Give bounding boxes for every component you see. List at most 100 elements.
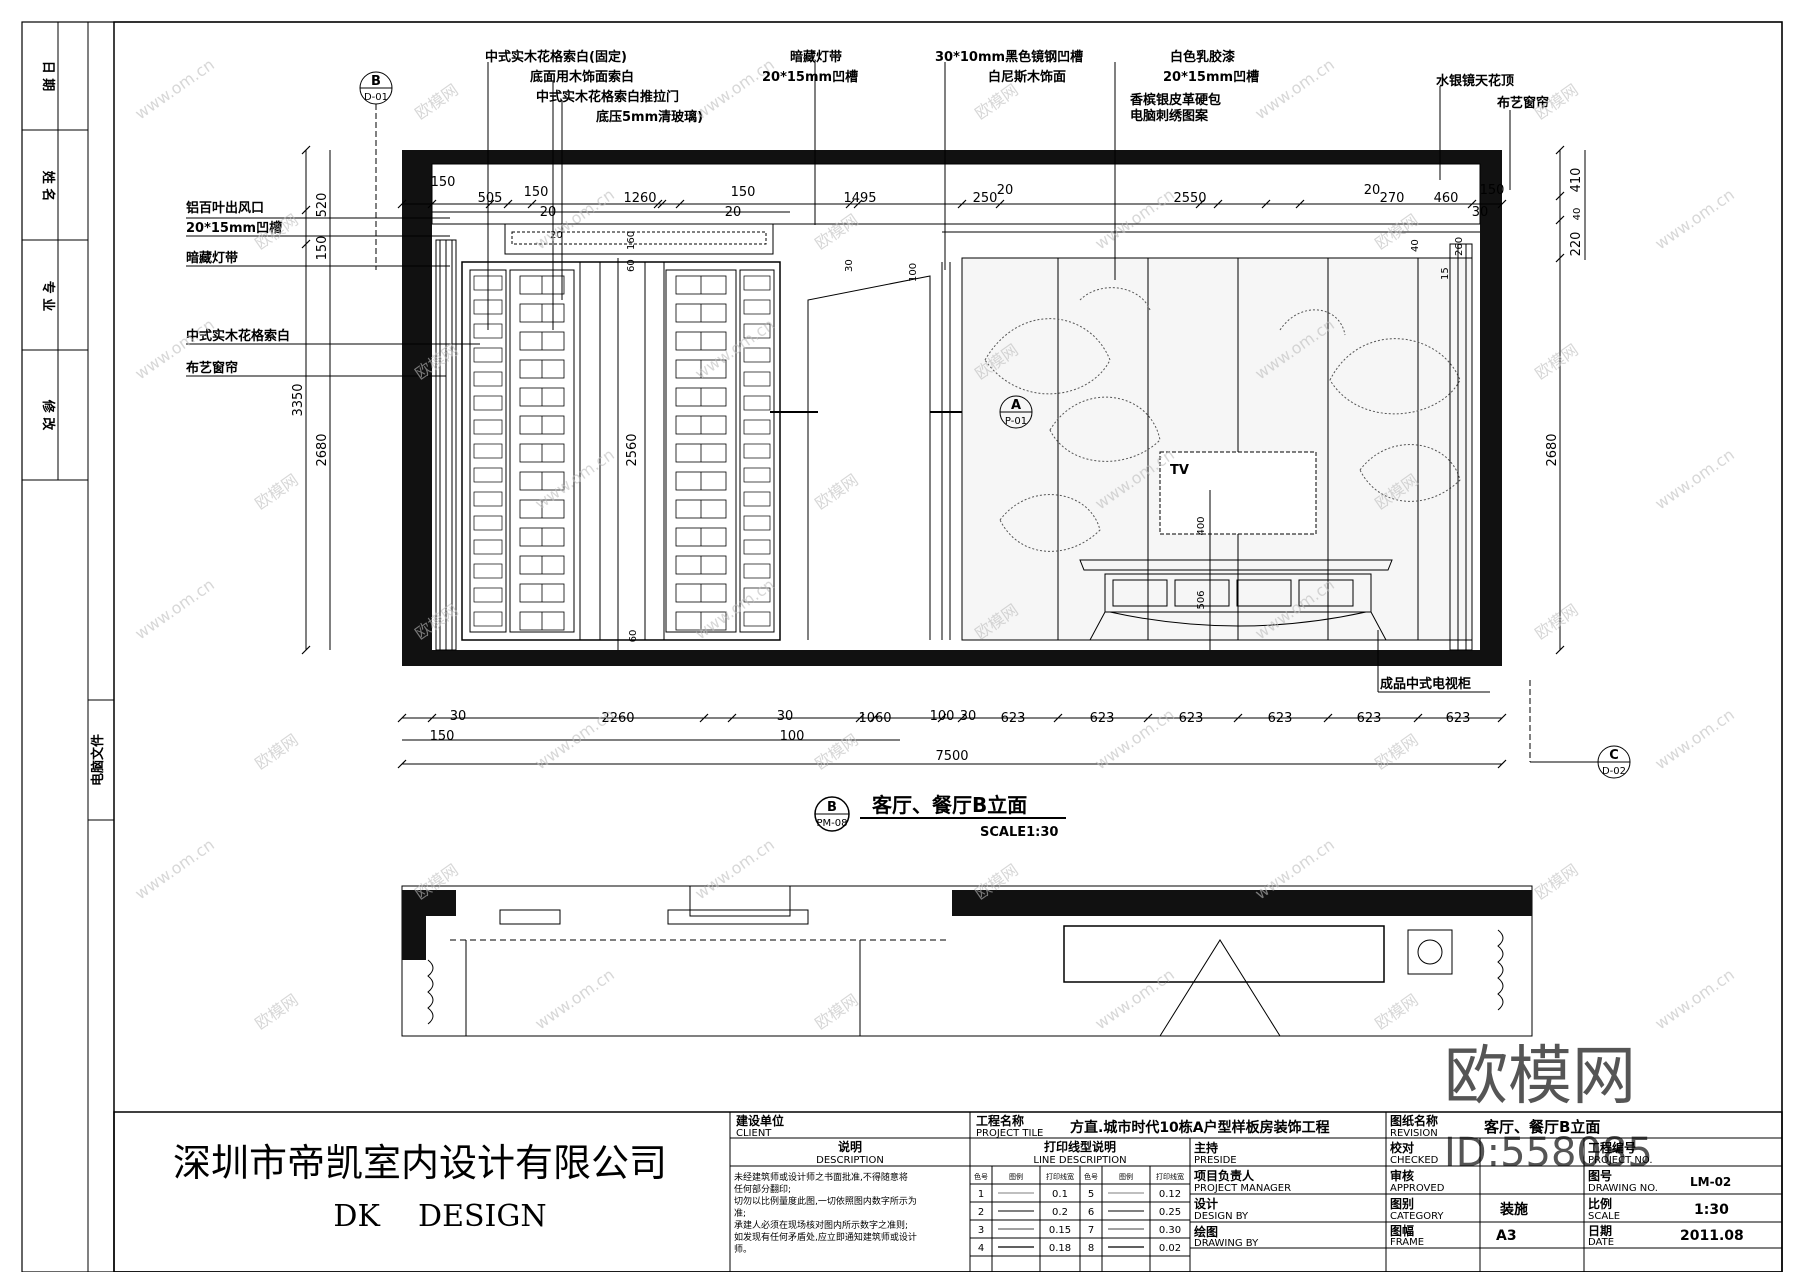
callout-latex-paint: 白色乳胶漆 <box>1170 49 1235 65</box>
dim-center-3: 506 <box>1196 590 1207 609</box>
tb-lt-r1-c1: 0.2 <box>1052 1207 1068 1218</box>
tb-checked-cn: 校对 <box>1390 1140 1414 1155</box>
elevation-drawing: TV <box>402 150 1502 666</box>
callout-veneer-bottom: 底面用木饰面索白 <box>530 69 634 85</box>
tb-checked-en: CHECKED <box>1390 1155 1439 1166</box>
callout-air-outlet: 铝百叶出风口 <box>186 200 264 216</box>
dim-top-5: 20 <box>725 205 742 220</box>
left-curtain <box>435 239 457 651</box>
tb-lt-r2-c1: 0.15 <box>1049 1225 1071 1236</box>
revision-item-modify: 修 改 <box>40 399 56 432</box>
dim-small-4: 100 <box>908 263 919 282</box>
tb-revision-val: 客厅、餐厅B立面 <box>1483 1118 1600 1136</box>
tb-drawno-val: LM-02 <box>1690 1175 1731 1189</box>
dim-bottom-3: 1060 <box>858 711 891 726</box>
dim-top-7: 1495 <box>843 191 876 206</box>
dim-top-8: 250 <box>973 191 998 206</box>
dim-small-5: 40 <box>1410 239 1421 252</box>
tb-project-cn: 工程名称 <box>976 1113 1024 1128</box>
plan-view <box>401 885 1533 1037</box>
tb-note-5: 如发现有任何矛盾处,应立即通知建筑师或设计 <box>734 1231 917 1243</box>
tb-category-cn: 图别 <box>1390 1197 1414 1211</box>
dim-bottom-b1: 100 <box>780 729 805 744</box>
dim-bottom-1: 2260 <box>601 711 634 726</box>
tb-lt-h3: 色号 <box>1084 1172 1098 1181</box>
dim-top-15: 30 <box>1472 205 1489 220</box>
dim-right-2: 220 <box>1569 232 1584 257</box>
tb-client-cn: 建设单位 <box>735 1113 784 1128</box>
drawing-title-block: B PM-08 客厅、餐厅B立面 SCALE1:30 <box>814 793 1066 840</box>
callout-lattice-sliding: 中式实木花格索白推拉门 <box>536 89 679 105</box>
tb-frame-cn: 图幅 <box>1390 1223 1414 1238</box>
callout-groove-2: 20*15mm凹槽 <box>1163 69 1259 85</box>
dim-right-3: 2680 <box>1545 433 1560 466</box>
center-vertical-dimensions: 2560 60 400 506 <box>625 433 1207 642</box>
tb-lt-h4: 图例 <box>1119 1172 1133 1181</box>
dim-left-0: 520 <box>315 193 330 218</box>
tb-lt-r2-c0: 3 <box>978 1225 984 1236</box>
callout-mirror-ceiling: 水银镜天花顶 <box>1436 73 1514 89</box>
dim-center-1: 60 <box>628 630 639 643</box>
dim-bottom-10: 623 <box>1357 711 1382 726</box>
callout-lattice-left: 中式实木花格索白 <box>186 328 290 344</box>
company-name-en: DK DESIGN <box>333 1199 546 1234</box>
revision-item-major: 专 业 <box>40 281 56 312</box>
tb-projno-en: PROJECT NO. <box>1588 1155 1653 1166</box>
tb-project-name: 方直.城市时代10栋A户型样板房装饰工程 <box>1070 1119 1330 1136</box>
computer-file-label: 电脑文件 <box>90 734 106 786</box>
dim-left-1: 150 <box>315 236 330 261</box>
tb-category-val: 装施 <box>1499 1201 1528 1218</box>
callout-lattice-fixed: 中式实木花格索白(固定) <box>485 49 627 65</box>
dim-top-3: 20 <box>540 205 557 220</box>
dim-bottom-6: 623 <box>1001 711 1026 726</box>
callout-clear-glass: 底压5mm清玻璃) <box>596 109 703 125</box>
tb-lt-r3-c3: 0.02 <box>1159 1243 1181 1254</box>
dim-top-6: 150 <box>731 185 756 200</box>
tb-lt-r1-c3: 0.25 <box>1159 1207 1181 1218</box>
left-callouts: 铝百叶出风口 20*15mm凹槽 暗藏灯带 中式实木花格索白 布艺窗帘 <box>186 200 290 376</box>
top-dimensions: 150 505 150 20 1260 20 150 1495 250 20 2… <box>431 175 1505 220</box>
dim-small-1: 160 <box>626 231 637 250</box>
dim-left-3: 2680 <box>315 433 330 466</box>
tb-lt-h1: 图例 <box>1009 1172 1023 1181</box>
tb-preside-cn: 主持 <box>1194 1140 1218 1155</box>
tv-feature-wall: TV <box>961 257 1473 641</box>
callout-groove-left: 20*15mm凹槽 <box>186 220 282 236</box>
tb-revision-cn: 图纸名称 <box>1390 1113 1438 1128</box>
company-block: 深圳市帝凯室内设计有限公司 DK DESIGN <box>173 1141 667 1234</box>
tb-date-cn: 日期 <box>1588 1223 1612 1238</box>
ceiling-slab <box>402 150 1502 164</box>
company-name-cn: 深圳市帝凯室内设计有限公司 <box>173 1141 667 1185</box>
tb-category-en: CATEGORY <box>1390 1211 1444 1222</box>
callout-steel-groove: 30*10mm黑色镜钢凹槽 <box>935 49 1083 65</box>
tb-lt-h2: 打印线宽 <box>1046 1172 1074 1181</box>
floor-slab <box>402 650 1502 666</box>
dim-bottom-8: 623 <box>1179 711 1204 726</box>
title-block <box>113 1111 1783 1272</box>
tb-note-4: 承建人必须在现场核对图内所示数字之准则; <box>734 1219 908 1231</box>
dim-bottom-5: 30 <box>960 709 977 724</box>
tb-client-en: CLIENT <box>736 1128 772 1139</box>
right-vertical-dimensions: 410 40 220 2680 <box>1545 168 1584 467</box>
drawing-title: 客厅、餐厅B立面 <box>871 793 1027 817</box>
callout-leaders <box>186 62 1511 693</box>
dimension-ticks <box>301 145 1565 769</box>
tb-scale-cn: 比例 <box>1588 1196 1612 1211</box>
tb-lt-r1-c0: 2 <box>978 1207 984 1218</box>
tb-desc-cn: 说明 <box>838 1139 862 1154</box>
tb-note-1: 任何部分翻印; <box>734 1183 791 1195</box>
marker-c-ref: D-02 <box>1602 766 1626 777</box>
lattice-pattern <box>473 275 771 631</box>
dim-total: 7500 <box>935 749 968 764</box>
callout-leather-panel: 香槟银皮革硬包 <box>1129 92 1221 108</box>
tb-lt-r0-c1: 0.1 <box>1052 1189 1068 1200</box>
linetype-swatches <box>998 1192 1144 1248</box>
watermark-brand: 欧模网 <box>1444 1040 1636 1114</box>
dim-bottom-9: 623 <box>1268 711 1293 726</box>
dim-top-13: 460 <box>1434 191 1459 206</box>
tv-cabinet <box>1079 559 1393 641</box>
tb-lt-r3-c0: 4 <box>978 1243 984 1254</box>
callout-tv-cabinet: 成品中式电视柜 <box>1380 676 1471 692</box>
tb-note-2: 切勿以比例量度此图,一切依照图内数字所示为 <box>734 1195 917 1207</box>
